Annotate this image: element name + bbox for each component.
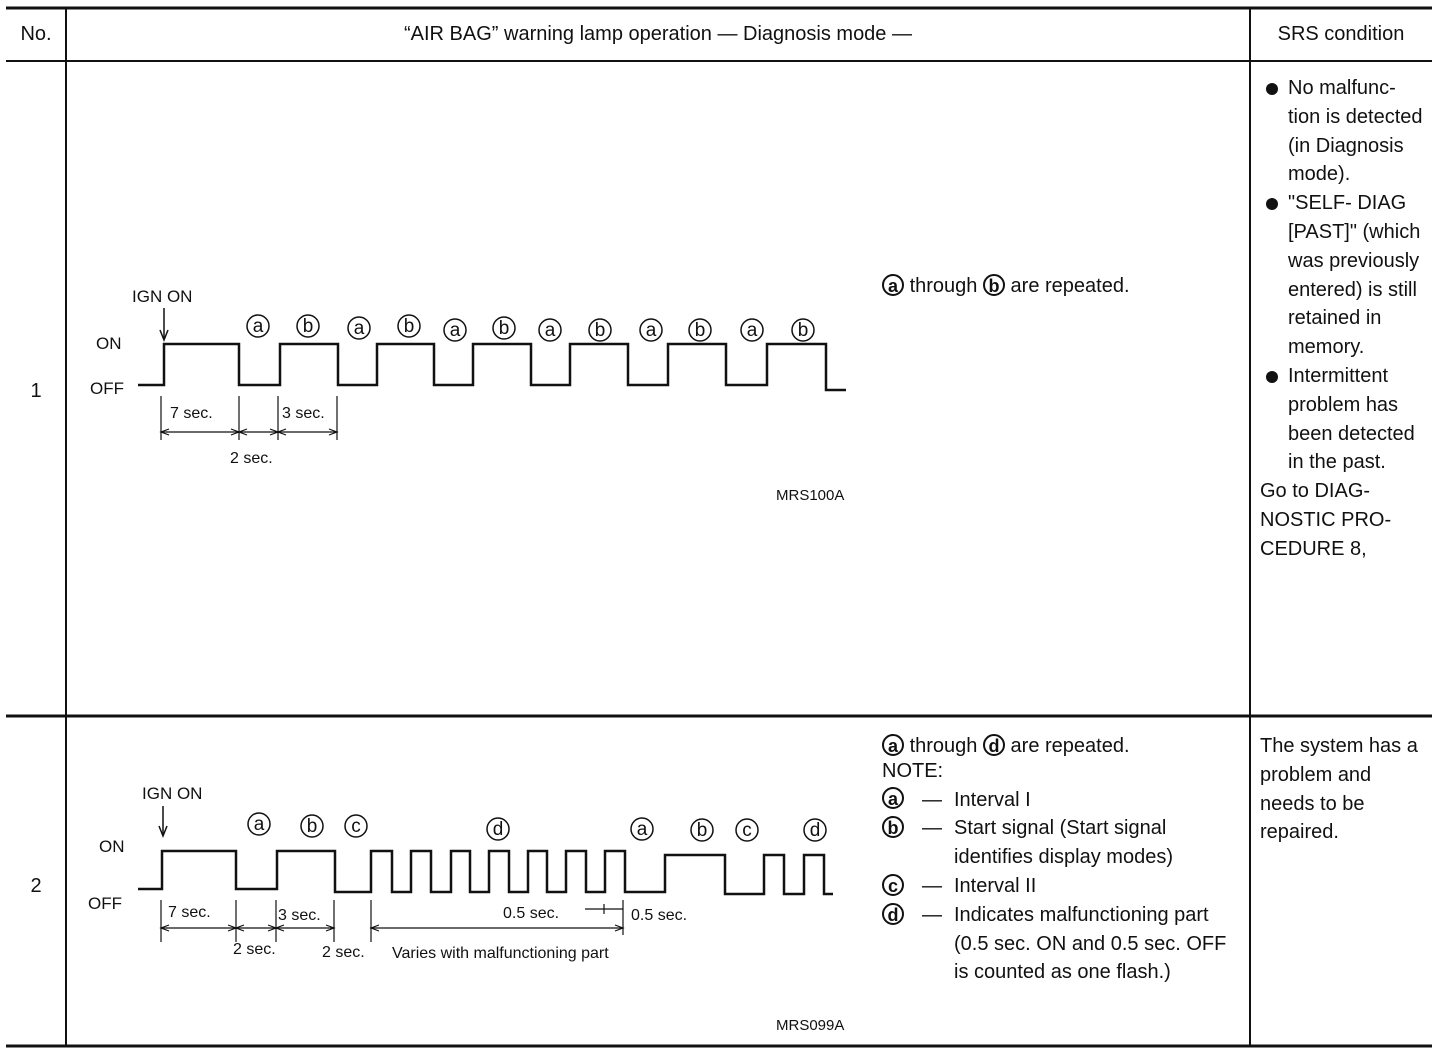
- svg-text:a: a: [354, 318, 365, 339]
- svg-text:b: b: [798, 320, 809, 341]
- svg-text:a: a: [254, 814, 265, 835]
- header-condition: SRS condition: [1277, 23, 1405, 45]
- marker-d: d: [803, 818, 827, 842]
- condition-bullets: No malfunc- tion is detected (in Diagnos…: [1260, 74, 1426, 477]
- duration-7-sec: 7 sec.: [168, 904, 211, 921]
- ign-on-arrowhead: [159, 329, 169, 343]
- svg-text:a: a: [545, 320, 556, 341]
- note-item: a — Interval I: [882, 786, 1246, 815]
- svg-text:b: b: [697, 820, 708, 841]
- note-label: NOTE:: [882, 759, 944, 782]
- note-item: c — Interval II: [882, 872, 1246, 901]
- duration-2-sec: 2 sec.: [230, 450, 273, 467]
- circled-letter: d: [882, 902, 904, 925]
- circled-letter: b: [882, 816, 904, 839]
- lamp-waveform: [138, 849, 833, 896]
- condition-action: Go to DIAG- NOSTIC PRO- CEDURE 8,: [1260, 480, 1392, 560]
- svg-text:a: a: [747, 320, 758, 341]
- circled-letter: a: [882, 787, 904, 810]
- on-level-label: ON: [99, 837, 125, 856]
- off-level-label: OFF: [90, 379, 124, 398]
- condition-bullet: Intermittent problem has been detected i…: [1260, 362, 1426, 477]
- figure-code: MRS100A: [776, 487, 844, 504]
- figure-code: MRS099A: [776, 1017, 844, 1034]
- duration-7-sec: 7 sec.: [170, 405, 213, 422]
- circled-letter: a: [882, 733, 904, 756]
- marker-b: b: [690, 818, 714, 842]
- row-2-timing-diagram: IGN ON ON OFF a b c d a b c d: [88, 784, 844, 1034]
- svg-text:a: a: [450, 320, 461, 341]
- svg-text:a: a: [253, 316, 264, 337]
- duration-3-sec: 3 sec.: [282, 405, 325, 422]
- svg-text:d: d: [493, 819, 504, 840]
- header-no: No.: [20, 23, 52, 45]
- phase-markers: a b a b a b a b a b a b: [246, 314, 815, 342]
- marker-b: b: [791, 318, 815, 342]
- circled-letter: b: [982, 273, 1005, 296]
- svg-text:a: a: [637, 819, 648, 840]
- svg-text:c: c: [351, 816, 361, 837]
- row-2-srs-condition: The system has a problem and needs to be…: [1260, 735, 1418, 844]
- marker-b: b: [588, 318, 612, 342]
- duration-0-5-sec-off: 0.5 sec.: [631, 907, 687, 924]
- repeat-note: a through d are repeated.: [882, 732, 1246, 761]
- row-1-srs-condition: No malfunc- tion is detected (in Diagnos…: [1260, 74, 1426, 564]
- lamp-waveform: [138, 342, 846, 392]
- marker-a: a: [630, 817, 654, 841]
- marker-b: b: [397, 314, 421, 338]
- svg-text:b: b: [695, 320, 706, 341]
- marker-a: a: [247, 812, 271, 836]
- varies-label: Varies with malfunctioning part: [392, 945, 609, 962]
- marker-b: b: [688, 318, 712, 342]
- note-item: d — Indicates malfunctioning part (0.5 s…: [882, 901, 1246, 987]
- marker-a: a: [740, 318, 764, 342]
- svg-text:b: b: [499, 318, 510, 339]
- circled-letter: d: [982, 733, 1005, 756]
- condition-bullet: No malfunc- tion is detected (in Diagnos…: [1260, 74, 1426, 189]
- marker-c: c: [735, 818, 759, 842]
- row-1-number: 1: [30, 380, 42, 402]
- row-2-notes: a through d are repeated. NOTE: a — Inte…: [882, 732, 1246, 987]
- marker-a: a: [246, 314, 270, 338]
- circled-letter: c: [882, 873, 904, 896]
- ign-on-arrowhead: [158, 825, 168, 839]
- marker-b: b: [296, 314, 320, 338]
- duration-0-5-sec-on: 0.5 sec.: [503, 905, 559, 922]
- marker-b: b: [300, 814, 324, 838]
- row-2-number: 2: [30, 875, 42, 897]
- svg-text:d: d: [810, 820, 821, 841]
- svg-text:b: b: [303, 316, 314, 337]
- marker-c: c: [344, 814, 368, 838]
- dimension-lines: [159, 900, 625, 942]
- on-level-label: ON: [96, 334, 122, 353]
- duration-3-sec: 3 sec.: [278, 907, 321, 924]
- condition-bullet: "SELF- DIAG [PAST]" (which was previousl…: [1260, 189, 1426, 362]
- marker-d: d: [486, 817, 510, 841]
- off-level-label: OFF: [88, 894, 122, 913]
- dimension-lines: [159, 396, 339, 440]
- phase-markers: a b c d a b c d: [247, 812, 827, 842]
- svg-text:b: b: [595, 320, 606, 341]
- ign-on-label: IGN ON: [132, 287, 192, 306]
- svg-text:b: b: [307, 816, 318, 837]
- row-1-timing-diagram: IGN ON ON OFF a b a b a b a b a b a b 7: [90, 287, 846, 504]
- marker-a: a: [538, 318, 562, 342]
- note-item: b — Start signal (Start signal identifie…: [882, 814, 1246, 872]
- row-1-repeat-note: a through b are repeated.: [882, 272, 1242, 301]
- duration-2-sec: 2 sec.: [233, 941, 276, 958]
- ign-on-label: IGN ON: [142, 784, 202, 803]
- marker-a: a: [443, 318, 467, 342]
- svg-text:c: c: [742, 820, 752, 841]
- svg-text:a: a: [646, 320, 657, 341]
- header-operation: “AIR BAG” warning lamp operation — Diagn…: [404, 23, 912, 45]
- circled-letter: a: [882, 273, 904, 296]
- marker-a: a: [347, 316, 371, 340]
- marker-a: a: [639, 318, 663, 342]
- marker-b: b: [492, 316, 516, 340]
- svg-text:b: b: [404, 316, 415, 337]
- duration-2-sec: 2 sec.: [322, 944, 365, 961]
